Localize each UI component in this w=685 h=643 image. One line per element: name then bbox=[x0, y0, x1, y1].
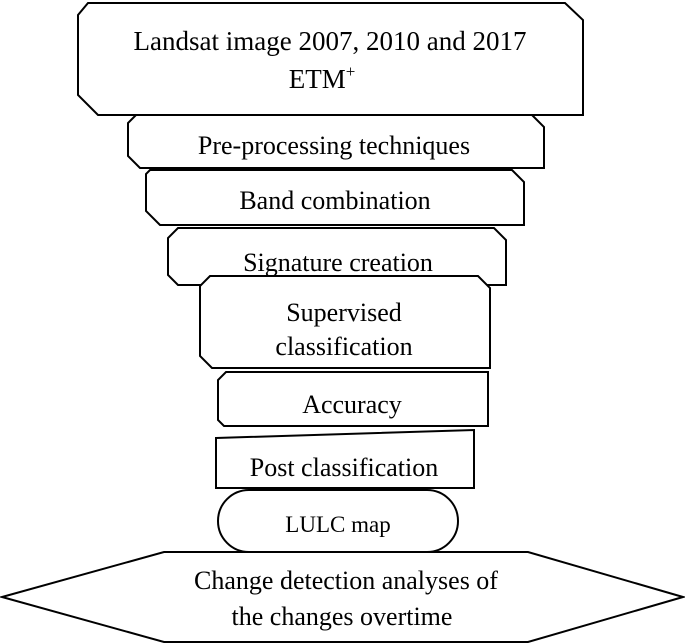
step-signature-creation-label: Signature creation bbox=[243, 248, 433, 277]
step-accuracy-label: Accuracy bbox=[302, 390, 402, 419]
step-supervised-line-2: classification bbox=[275, 332, 412, 361]
step-landsat-line-1: Landsat image 2007, 2010 and 2017 bbox=[134, 26, 527, 56]
step-lulc-map: LULC map bbox=[217, 489, 459, 553]
step-post-classification-label: Post classification bbox=[250, 453, 438, 482]
step-change-detection-line-1: Change detection analyses of bbox=[194, 566, 498, 595]
step-band-combination-label: Band combination bbox=[239, 186, 430, 215]
step-change-detection-line-2: the changes overtime bbox=[232, 602, 453, 631]
step-landsat-image: Landsat image 2007, 2010 and 2017 ETM+ bbox=[77, 2, 584, 116]
step-supervised-classification: Supervised classification bbox=[199, 275, 491, 369]
step-band-combination: Band combination bbox=[145, 169, 525, 226]
step-accuracy: Accuracy bbox=[217, 371, 489, 427]
step-change-detection: Change detection analyses of the changes… bbox=[0, 551, 685, 643]
step-post-classification: Post classification bbox=[215, 428, 475, 489]
step-landsat-line-2: ETM+ bbox=[289, 62, 356, 94]
step-supervised-line-1: Supervised bbox=[286, 298, 402, 327]
step-pre-processing: Pre-processing techniques bbox=[127, 114, 545, 169]
step-pre-processing-label: Pre-processing techniques bbox=[198, 131, 470, 160]
step-signature-creation: Signature creation bbox=[167, 227, 507, 286]
step-lulc-map-label: LULC map bbox=[285, 512, 390, 537]
